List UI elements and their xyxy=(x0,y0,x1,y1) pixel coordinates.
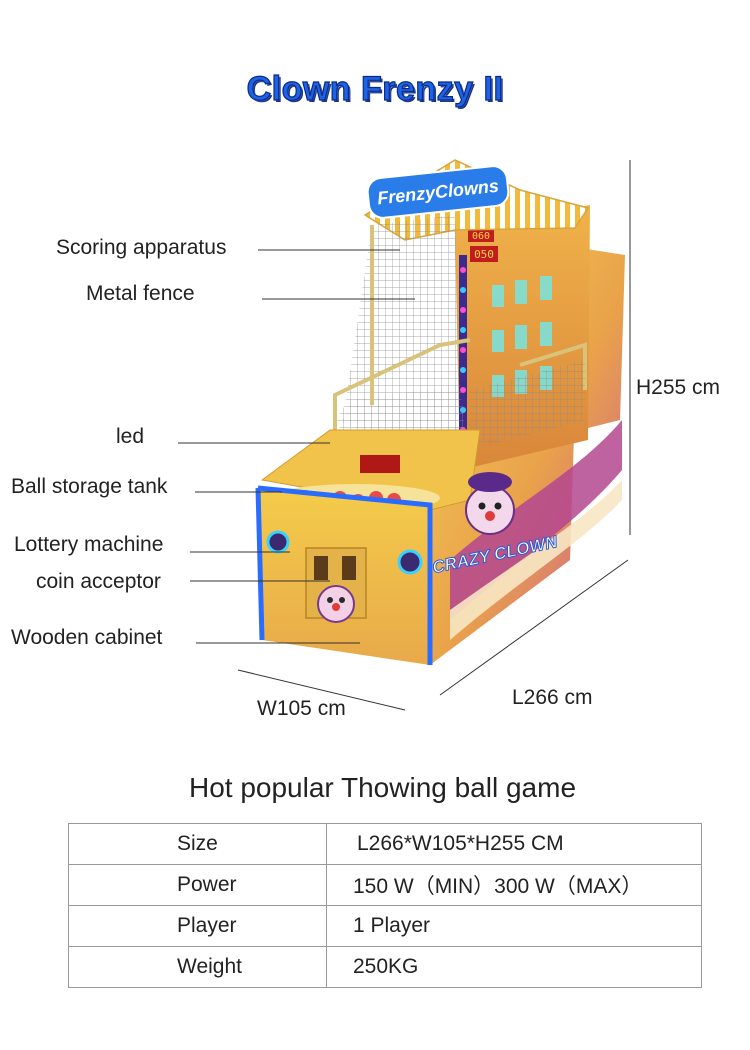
dimension-width: W105 cm xyxy=(257,697,346,720)
score-display-top xyxy=(468,228,494,242)
page-title: Clown Frenzy II xyxy=(246,69,504,108)
side-wave xyxy=(450,420,622,620)
label-wooden-cabinet: Wooden cabinet xyxy=(11,626,163,649)
score-display-left xyxy=(470,246,498,262)
clown-graphic xyxy=(317,585,355,623)
speaker-left xyxy=(266,530,290,554)
spec-key: Player xyxy=(68,905,327,947)
product-subtitle: Hot popular Thowing ball game xyxy=(188,772,577,803)
spec-key: Size xyxy=(68,823,327,865)
spec-row-player: Player 1 Player xyxy=(68,905,702,947)
spec-key: Weight xyxy=(68,946,327,988)
front-score-display xyxy=(360,455,400,473)
label-coin-acceptor: coin acceptor xyxy=(36,570,161,593)
score-left-text: 050 xyxy=(474,248,494,261)
dimension-length: L266 cm xyxy=(512,686,593,709)
score-top-text: 060 xyxy=(472,231,490,242)
sign-board: FrenzyClowns xyxy=(366,165,510,219)
arcade-machine-image: 060 050 FrenzyClowns xyxy=(178,159,631,711)
speaker-right xyxy=(397,549,423,575)
label-scoring-apparatus: Scoring apparatus xyxy=(56,236,227,259)
spec-row-weight: Weight 250KG xyxy=(68,946,702,988)
dimension-height: H255 cm xyxy=(636,376,721,399)
spec-table: Size L266*W105*H255 CM Power 150 W（MIN）3… xyxy=(68,823,702,988)
side-wave-light xyxy=(450,480,622,640)
led-border xyxy=(257,485,433,665)
leader-lines xyxy=(178,249,415,644)
spec-value: L266*W105*H255 CM xyxy=(326,823,702,865)
spec-row-size: Size L266*W105*H255 CM xyxy=(68,823,702,865)
spec-value: 1 Player xyxy=(326,905,702,947)
label-lottery-machine: Lottery machine xyxy=(14,533,164,556)
spec-value: 250KG xyxy=(326,946,702,988)
label-led: led xyxy=(116,425,145,448)
fence-rail xyxy=(333,338,471,445)
label-metal-fence: Metal fence xyxy=(86,282,195,305)
spec-row-power: Power 150 W（MIN）300 W（MAX） xyxy=(68,864,702,906)
dimension-lines xyxy=(237,160,631,711)
spec-key: Power xyxy=(68,864,327,906)
side-clown-graphic xyxy=(465,472,515,535)
spec-value: 150 W（MIN）300 W（MAX） xyxy=(326,864,702,906)
label-ball-storage-tank: Ball storage tank xyxy=(11,475,168,498)
